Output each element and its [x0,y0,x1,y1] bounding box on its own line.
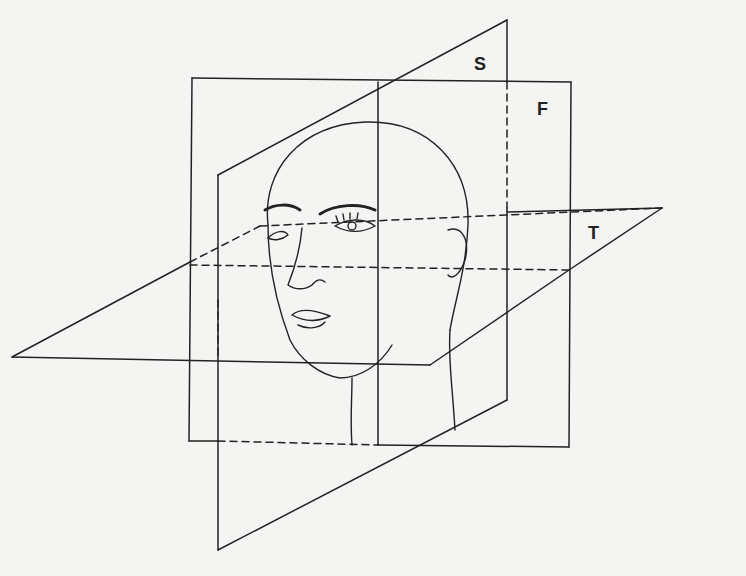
head-drawing [265,122,468,445]
plane-label: F [537,100,548,118]
sagittal-plane [218,20,507,550]
plane-label: S [474,55,486,73]
frontal-plane [189,78,571,447]
transverse-plane [12,208,662,365]
plane-label: T [588,224,599,242]
